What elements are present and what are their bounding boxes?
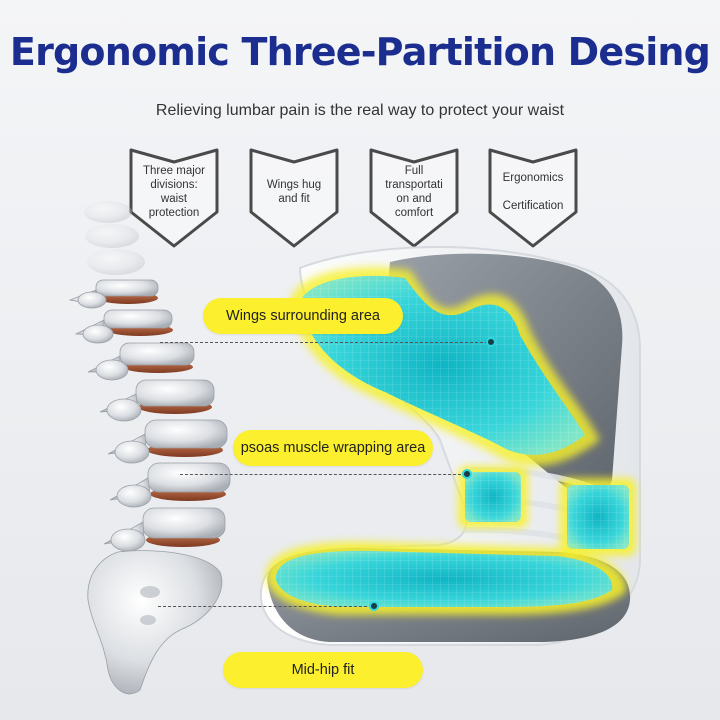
callout-wings-area: Wings surrounding area xyxy=(203,298,403,334)
leader-line-psoas xyxy=(180,474,466,475)
marker-dot-psoas xyxy=(462,469,472,479)
marker-dot-wings xyxy=(486,337,496,347)
badge-waist-protection: Three major divisions: waist protection xyxy=(128,146,220,250)
callout-psoas-area: psoas muscle wrapping area xyxy=(233,430,433,466)
shield-icon xyxy=(369,148,459,248)
leader-line-wings xyxy=(160,342,488,343)
badge-text: Wings hug and fit xyxy=(266,179,322,205)
badge-full-transportation: Full transportati on and comfort xyxy=(368,146,460,250)
shield-icon xyxy=(488,148,578,248)
badge-text: Three major divisions: waist protection xyxy=(143,165,205,219)
badge-text: Full transportati on and comfort xyxy=(385,165,443,219)
badge-ergonomics-certification: Ergonomics Certification xyxy=(487,146,579,250)
leader-line-hip xyxy=(158,606,372,607)
shield-icon xyxy=(249,148,339,248)
spine-illustration xyxy=(68,201,231,695)
page-subtitle: Relieving lumbar pain is the real way to… xyxy=(155,102,565,119)
badge-text: Ergonomics Certification xyxy=(502,172,564,212)
marker-dot-hip xyxy=(369,601,379,611)
callout-mid-hip: Mid-hip fit xyxy=(223,652,423,688)
page-title: Ergonomic Three-Partition Desing xyxy=(9,30,711,74)
badge-wings-hug: Wings hug and fit xyxy=(248,146,340,250)
